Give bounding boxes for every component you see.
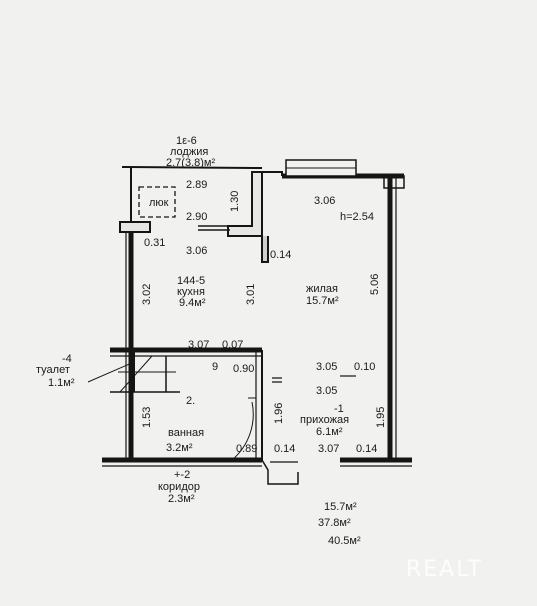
kitchen-name: кухня	[177, 286, 205, 298]
living-name: жилая	[306, 283, 338, 295]
corridor-name: коридор	[158, 481, 200, 493]
dim-3-07-mid: 3.07	[188, 339, 209, 351]
dim-2-89: 2.89	[186, 179, 207, 191]
total-area: 40.5м²	[328, 535, 361, 547]
dim-0-14-bottom-right: 0.14	[356, 443, 377, 455]
dim-3-06-mid: 3.06	[186, 245, 207, 257]
dim-3-01: 3.01	[245, 284, 257, 305]
watermark-logo: REALT	[406, 557, 483, 582]
dim-0-14-bottom-left: 0.14	[274, 443, 295, 455]
loggia-area: 2.7(3.8)м²	[166, 157, 215, 169]
corridor-area: 2.3м²	[168, 493, 195, 505]
dim-1-53: 1.53	[141, 407, 153, 428]
dim-3-06-top: 3.06	[314, 195, 335, 207]
dim-2-partial: 2.	[186, 395, 195, 407]
toilet-number: -4	[62, 353, 72, 365]
dim-3-05-a: 3.05	[316, 361, 337, 373]
dim-0-89: 0.89	[236, 443, 257, 455]
dim-9: 9	[212, 361, 218, 373]
dim-0-10: 0.10	[354, 361, 375, 373]
dim-0-31: 0.31	[144, 237, 165, 249]
hatch-label: люк	[149, 197, 169, 209]
hatch-box	[138, 186, 176, 218]
dim-2-90: 2.90	[186, 211, 207, 223]
dim-0-90: 0.90	[233, 363, 254, 375]
ceiling-height: h=2.54	[340, 211, 374, 223]
corridor-number: +-2	[174, 469, 190, 481]
kitchen-area: 9.4м²	[179, 297, 206, 309]
dim-3-07-bottom: 3.07	[318, 443, 339, 455]
toilet-name: туалет	[36, 364, 70, 376]
hall-name: прихожая	[300, 414, 349, 426]
hall-number: -1	[334, 403, 344, 415]
loggia-name: лоджия	[170, 146, 208, 158]
hall-area: 6.1м²	[316, 426, 343, 438]
walls	[87, 159, 412, 485]
kitchen-number: 144-5	[177, 275, 205, 287]
dim-0-07: 0.07	[222, 339, 243, 351]
bath-name: ванная	[168, 427, 204, 439]
dim-5-06: 5.06	[369, 274, 381, 295]
loggia-number: 1ε-6	[176, 135, 197, 147]
total-area-no-loggia: 37.8м²	[318, 517, 351, 529]
dim-0-14-top: 0.14	[270, 249, 291, 261]
total-living-area: 15.7м²	[324, 501, 357, 513]
dim-1-95: 1.95	[375, 407, 387, 428]
bath-area: 3.2м²	[166, 442, 193, 454]
dim-3-02: 3.02	[141, 284, 153, 305]
toilet-area: 1.1м²	[48, 377, 75, 389]
dim-1-30: 1.30	[229, 191, 241, 212]
dim-3-05-b: 3.05	[316, 385, 337, 397]
dim-1-96: 1.96	[273, 403, 285, 424]
living-area: 15.7м²	[306, 295, 339, 307]
